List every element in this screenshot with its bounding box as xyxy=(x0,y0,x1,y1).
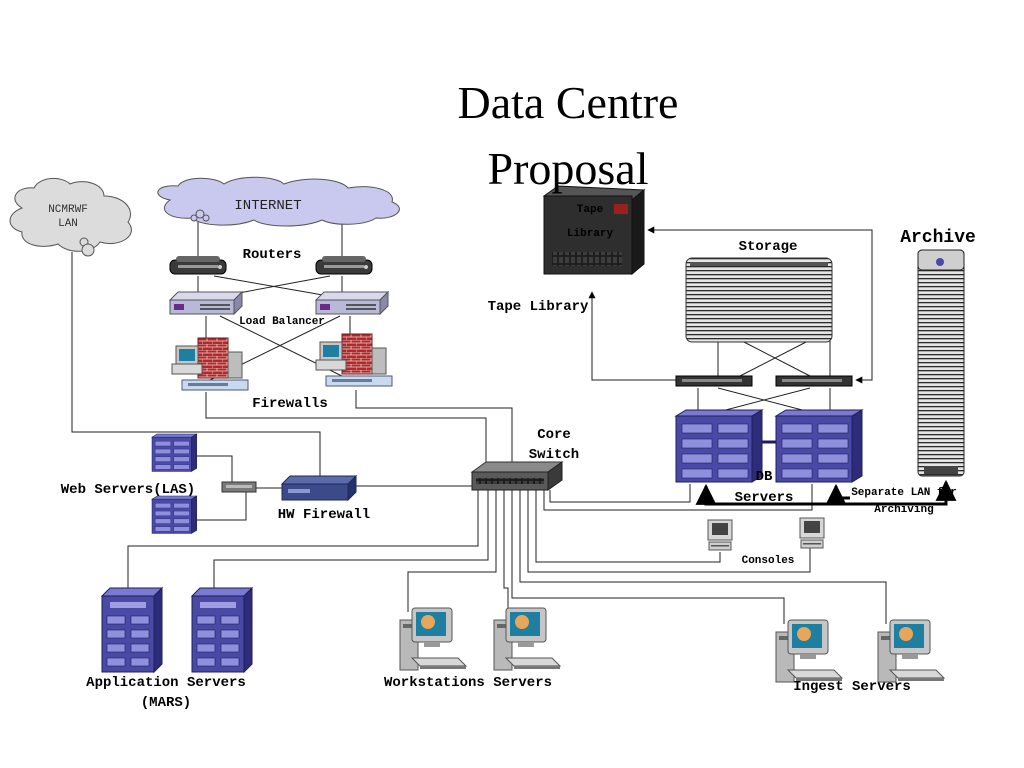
router-left xyxy=(169,255,227,275)
application-servers-label-2: (MARS) xyxy=(141,695,191,711)
workstation-2 xyxy=(493,607,561,671)
hw-firewall-device xyxy=(280,474,358,502)
separate-lan-label-1: Separate LAN for xyxy=(851,487,957,499)
ingest-server-1 xyxy=(775,619,843,683)
ingest-servers-label: Ingest Servers xyxy=(793,679,911,695)
tape-device-label-2: Library xyxy=(567,228,614,240)
db-servers-label-2: Servers xyxy=(735,490,794,506)
db-server-right xyxy=(775,409,863,483)
ncmrwf-label-1: NCMRWF xyxy=(48,204,88,216)
tape-device-label-1: Tape xyxy=(577,204,604,216)
ncmrwf-lan-cloud: NCMRWF LAN xyxy=(9,178,132,257)
application-servers-label-1: Application Servers xyxy=(86,675,246,691)
ingest-server-2 xyxy=(877,619,945,683)
routers-label: Routers xyxy=(243,247,302,263)
firewall-right xyxy=(315,333,393,387)
db-server-left xyxy=(675,409,763,483)
storage-label: Storage xyxy=(739,239,798,255)
storage-array xyxy=(685,257,833,343)
hw-firewall-label: HW Firewall xyxy=(278,507,370,523)
archive-label: Archive xyxy=(900,228,976,248)
db-servers-label-1: DB xyxy=(756,469,773,485)
page-title-line1: Data Centre xyxy=(458,77,679,128)
page-title-line2: Proposal xyxy=(488,143,649,194)
hub xyxy=(221,481,257,493)
application-server-1 xyxy=(101,587,163,673)
application-server-2 xyxy=(191,587,253,673)
core-switch-label-1: Core xyxy=(537,427,571,443)
fibre-switch-left xyxy=(675,375,753,387)
console-1 xyxy=(707,519,733,551)
firewall-left xyxy=(171,337,249,391)
router-right xyxy=(315,255,373,275)
tape-library-label: Tape Library xyxy=(488,299,589,315)
workstation-1 xyxy=(399,607,467,671)
core-switch-label-2: Switch xyxy=(529,447,579,463)
archive-device xyxy=(917,249,965,477)
consoles-label: Consoles xyxy=(742,555,795,567)
web-server-top xyxy=(151,433,197,472)
separate-lan-label-2: Archiving xyxy=(874,504,933,516)
load-balancer-label: Load Balancer xyxy=(239,316,325,328)
load-balancer-right xyxy=(315,291,389,315)
load-balancer-left xyxy=(169,291,243,315)
web-server-bottom xyxy=(151,495,197,534)
workstations-servers-label: Workstations Servers xyxy=(384,675,552,691)
web-servers-label: Web Servers(LAS) xyxy=(61,482,195,498)
connection-lines xyxy=(71,222,957,624)
core-switch-device xyxy=(470,461,564,491)
tape-library-device: Tape Library xyxy=(542,185,646,276)
internet-label: INTERNET xyxy=(234,198,301,214)
firewalls-label: Firewalls xyxy=(252,396,328,412)
fibre-switch-right xyxy=(775,375,853,387)
console-2 xyxy=(799,517,825,549)
ncmrwf-label-2: LAN xyxy=(58,218,78,230)
internet-cloud: INTERNET xyxy=(157,176,400,227)
